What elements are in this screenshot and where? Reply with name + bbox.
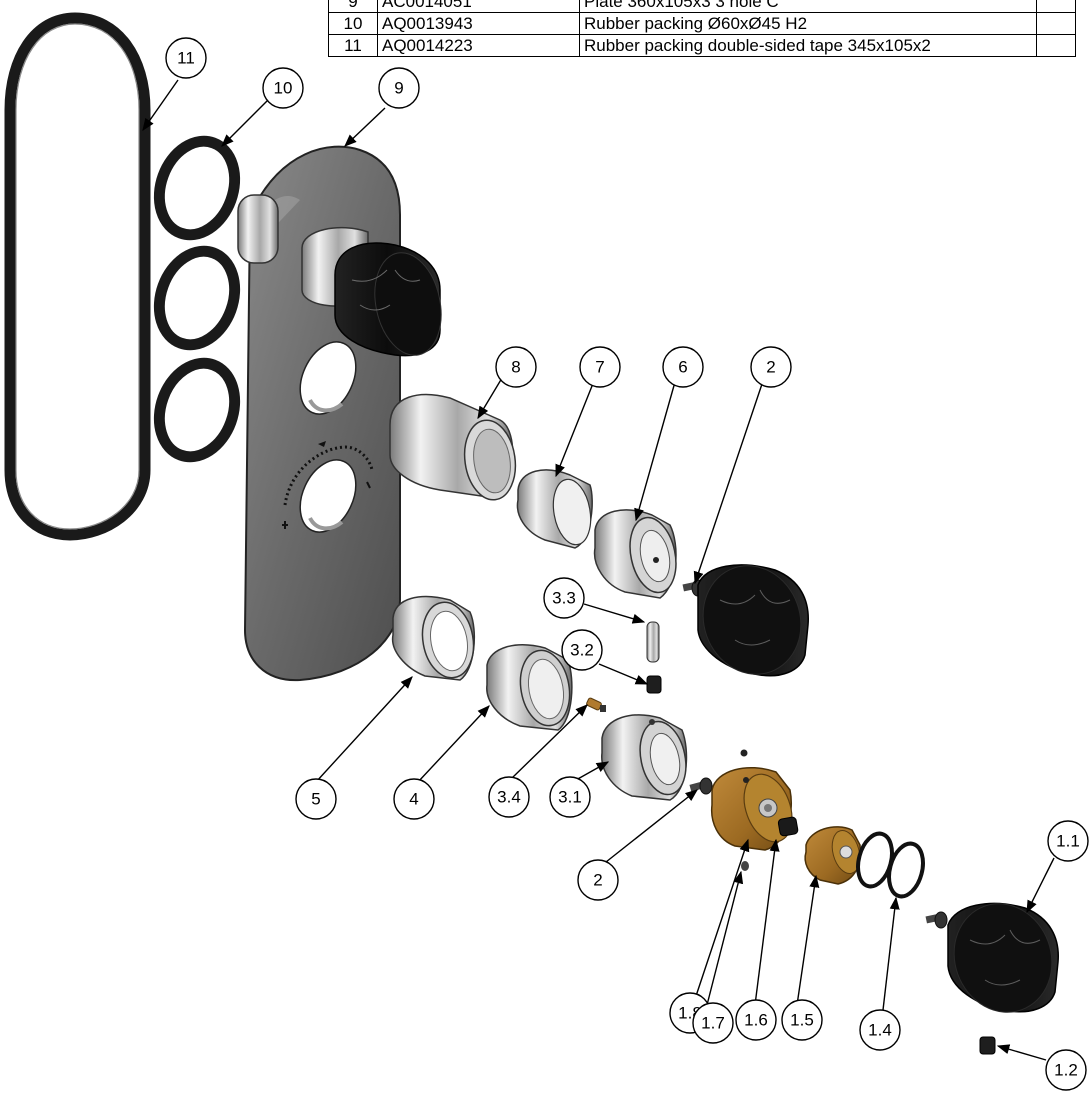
callout-11: 11 xyxy=(165,37,207,79)
callout-6-label: 6 xyxy=(678,358,687,377)
callout-1-6: 1.6 xyxy=(735,999,777,1041)
callout-8-label: 8 xyxy=(511,358,520,377)
brass-screw-part-3-4 xyxy=(586,697,606,712)
leader-lines xyxy=(142,79,1055,1061)
chrome-ring-part-5 xyxy=(391,595,476,681)
callout-11-label: 11 xyxy=(177,49,195,68)
callout-2-upper: 2 xyxy=(750,346,792,388)
callout-1-7-label: 1.7 xyxy=(701,1014,725,1033)
cover-plate-part-9 xyxy=(237,145,442,682)
screw-knob-1-1 xyxy=(925,911,948,929)
callout-7-label: 7 xyxy=(595,358,604,377)
callout-3-4-label: 3.4 xyxy=(497,788,521,807)
chrome-housing-part-3-1 xyxy=(601,714,688,801)
rubber-gasket-part-11 xyxy=(4,12,151,541)
small-ball xyxy=(740,749,748,757)
callout-2-lower: 2 xyxy=(577,859,619,901)
part-qty-cell xyxy=(1036,34,1076,57)
callout-1-4-label: 1.4 xyxy=(868,1021,892,1040)
callout-3-2: 3.2 xyxy=(561,629,603,671)
tiny-pin-part-1-7 xyxy=(741,861,749,871)
o-rings-part-1-4 xyxy=(856,831,925,899)
brass-insert-part-1-5 xyxy=(804,826,862,885)
callout-9-label: 9 xyxy=(394,79,403,98)
callout-1-5-label: 1.5 xyxy=(790,1011,814,1030)
chrome-ring-part-7 xyxy=(516,469,593,549)
grub-screw-part-1-2 xyxy=(979,1036,996,1055)
screw-lower xyxy=(689,777,713,795)
callout-1-4: 1.4 xyxy=(859,1009,901,1051)
callout-3-3-label: 3.3 xyxy=(552,589,576,608)
knob-part-1-1 xyxy=(947,902,1059,1013)
part-description-cell: Rubber packing double-sided tape 345x105… xyxy=(579,34,1037,57)
callout-3-4: 3.4 xyxy=(488,776,530,818)
part-code-cell: AQ0013943 xyxy=(377,12,580,35)
callout-3-1: 3.1 xyxy=(549,776,591,818)
callout-10-label: 10 xyxy=(274,79,293,98)
callout-5-label: 5 xyxy=(311,790,320,809)
black-screw-part-1-6 xyxy=(777,816,799,837)
callout-1-1: 1.1 xyxy=(1047,820,1089,862)
chrome-tube-part-8 xyxy=(389,393,517,501)
callout-4: 4 xyxy=(393,778,435,820)
callout-4-label: 4 xyxy=(409,790,418,809)
callout-1-2-label: 1.2 xyxy=(1054,1061,1078,1080)
set-screw-part-3-2 xyxy=(646,675,662,694)
callout-5: 5 xyxy=(295,778,337,820)
callout-7: 7 xyxy=(579,346,621,388)
rubber-rings-part-10 xyxy=(153,135,241,463)
parts-table-row: 9 AC0014051 Plate 360x105x3 3 hole C xyxy=(328,0,1076,13)
callout-10: 10 xyxy=(262,67,304,109)
brass-body-part-1-8 xyxy=(710,766,793,851)
parts-list-table: 9 AC0014051 Plate 360x105x3 3 hole C 10 … xyxy=(328,0,1076,57)
knob-upper-part-2 xyxy=(697,564,809,677)
callout-3-3: 3.3 xyxy=(543,577,585,619)
callout-3-2-label: 3.2 xyxy=(570,641,594,660)
callout-8: 8 xyxy=(495,346,537,388)
knob-on-plate xyxy=(334,242,442,357)
callout-3-1-label: 3.1 xyxy=(558,788,582,807)
part-code-cell: AQ0014223 xyxy=(377,34,580,57)
chrome-housing-part-6 xyxy=(593,509,677,599)
callout-1-5: 1.5 xyxy=(781,999,823,1041)
callout-9: 9 xyxy=(378,67,420,109)
pin-part-3-3 xyxy=(646,621,660,663)
part-number-cell: 11 xyxy=(328,34,378,57)
callout-1-7: 1.7 xyxy=(692,1002,734,1044)
callout-2-upper-label: 2 xyxy=(766,358,775,377)
callout-1-2: 1.2 xyxy=(1045,1049,1087,1091)
callout-1-6-label: 1.6 xyxy=(744,1011,768,1030)
callout-6: 6 xyxy=(662,346,704,388)
callout-1-1-label: 1.1 xyxy=(1056,832,1080,851)
callout-2-lower-label: 2 xyxy=(593,871,602,890)
parts-table-row: 11 AQ0014223 Rubber packing double-sided… xyxy=(328,34,1076,57)
chrome-sleeve-part-4 xyxy=(486,644,573,731)
